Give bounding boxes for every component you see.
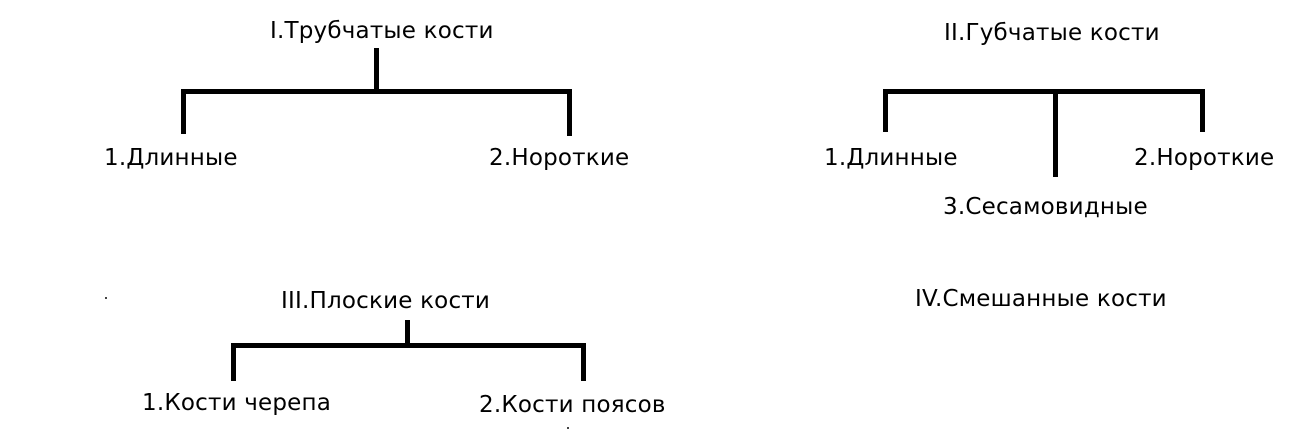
mixed-bones-title: IV.Смешанные кости <box>915 286 1167 312</box>
tubular-stem-line <box>374 48 379 94</box>
tubular-short-label: 2.Нороткие <box>489 145 630 171</box>
spongy-left-leg-line <box>883 89 888 132</box>
tubular-long-label: 1.Длинные <box>104 145 238 171</box>
flat-stem-line <box>405 320 410 348</box>
flat-left-leg-line <box>231 343 236 381</box>
spongy-bones-title: II.Губчатые кости <box>944 20 1160 46</box>
spongy-middle-leg-line <box>1053 89 1058 177</box>
spongy-short-label: 2.Нороткие <box>1134 145 1275 171</box>
flat-girdles-label: 2.Кости поясов <box>479 392 666 418</box>
scan-speck <box>567 427 569 429</box>
spongy-sesamoid-label: 3.Сесамовидные <box>943 194 1148 220</box>
tubular-bones-title: I.Трубчатые кости <box>270 18 494 44</box>
spongy-long-label: 1.Длинные <box>824 145 958 171</box>
tubular-right-leg-line <box>567 89 572 136</box>
tubular-bracket-line <box>181 89 572 94</box>
flat-bones-title: III.Плоские кости <box>281 288 491 314</box>
spongy-right-leg-line <box>1200 89 1205 132</box>
flat-right-leg-line <box>581 343 586 381</box>
scan-speck <box>105 297 107 299</box>
spongy-bracket-line <box>883 89 1205 94</box>
flat-bracket-line <box>231 343 586 348</box>
tubular-left-leg-line <box>181 89 186 134</box>
flat-skull-label: 1.Кости черепа <box>142 390 332 416</box>
